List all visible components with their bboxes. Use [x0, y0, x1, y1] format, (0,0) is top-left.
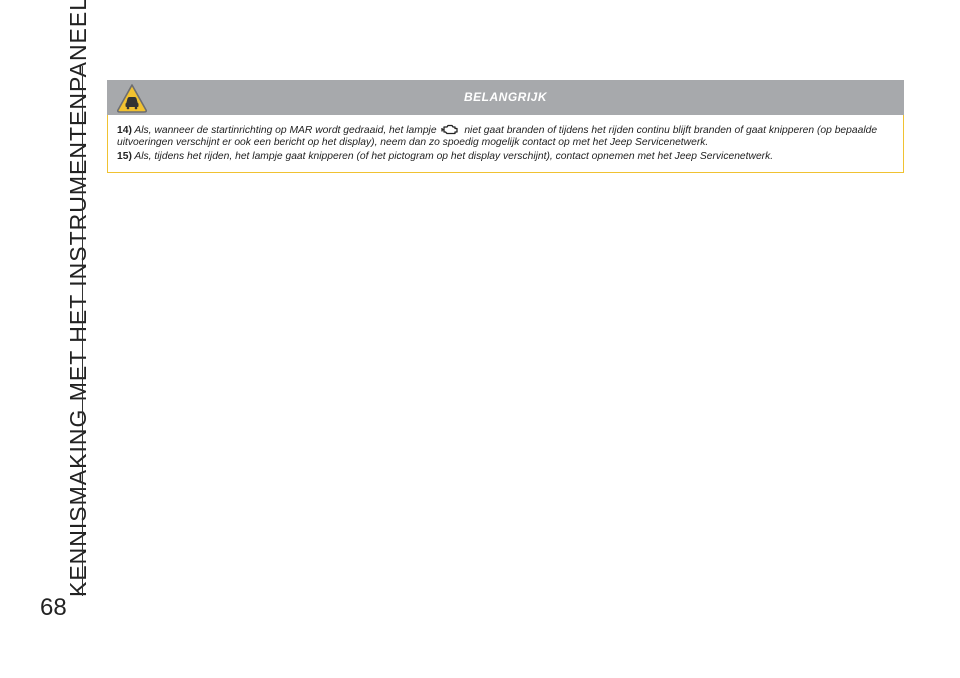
important-notice: BELANGRIJK 14) Als, wanneer de startinri…: [107, 80, 904, 173]
section-title: KENNISMAKING MET HET INSTRUMENTENPANEEL: [65, 0, 91, 597]
notice-header: BELANGRIJK: [107, 80, 904, 115]
note-number: 14): [117, 125, 132, 136]
notice-body: 14) Als, wanneer de startinrichting op M…: [107, 115, 904, 173]
warning-triangle-car-icon: [116, 84, 148, 113]
note-text-continued: niet gaat branden of tijdens het rijden …: [117, 125, 878, 149]
page-number: 68: [40, 594, 67, 621]
note-14: 14) Als, wanneer de startinrichting op M…: [117, 123, 894, 149]
note-15: 15) Als, tijdens het rijden, het lampje …: [117, 151, 894, 163]
note-text: Als, tijdens het rijden, het lampje gaat…: [134, 151, 774, 163]
section-divider: [82, 66, 83, 596]
engine-lamp-icon: [441, 124, 459, 135]
note-number: 15): [117, 151, 132, 163]
notice-title: BELANGRIJK: [463, 90, 547, 104]
note-text: Als, wanneer de startinrichting op MAR w…: [134, 125, 437, 136]
